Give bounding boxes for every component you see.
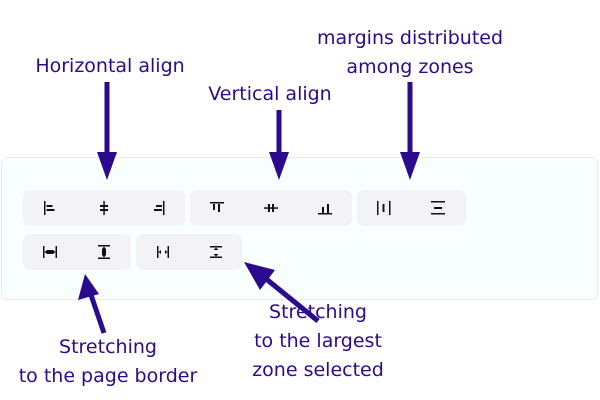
label-stretch-page: Stretching to the page border — [18, 336, 198, 387]
alignment-panel — [1, 157, 598, 300]
stretch-width-page-button[interactable] — [23, 234, 77, 270]
align-top-button[interactable] — [190, 190, 244, 226]
align-left-icon — [44, 201, 55, 215]
align-bottom-icon — [318, 204, 332, 215]
stretch-height-page-icon — [98, 245, 110, 259]
distribute-group — [357, 190, 466, 226]
align-bottom-button[interactable] — [298, 190, 352, 226]
align-middle-vertical-icon — [264, 204, 278, 212]
stretch-width-largest-button[interactable] — [136, 234, 189, 270]
stretch-width-largest-icon — [156, 246, 169, 258]
align-center-horizontal-button[interactable] — [77, 190, 131, 226]
align-center-horizontal-icon — [100, 201, 108, 215]
distribute-vertical-icon — [431, 201, 445, 215]
stretch-largest-group — [136, 234, 242, 270]
horizontal-align-group — [23, 190, 185, 226]
align-right-icon — [154, 201, 165, 215]
distribute-vertical-button[interactable] — [411, 190, 465, 226]
vertical-align-group — [190, 190, 352, 226]
label-stretch-largest: Stretching to the largest zone selected — [252, 301, 384, 381]
align-middle-vertical-button[interactable] — [244, 190, 298, 226]
arrow-stretch-largest — [263, 276, 320, 323]
distribute-horizontal-button[interactable] — [357, 190, 411, 226]
stretch-height-page-button[interactable] — [77, 234, 131, 270]
arrow-stretch-page — [87, 291, 107, 334]
stretch-page-group — [23, 234, 131, 270]
stretch-height-largest-icon — [209, 246, 222, 258]
stretch-height-largest-button[interactable] — [189, 234, 242, 270]
align-right-button[interactable] — [131, 190, 185, 226]
label-horizontal-align: Horizontal align — [35, 55, 185, 77]
distribute-horizontal-icon — [377, 201, 391, 215]
stretch-width-page-icon — [43, 246, 57, 258]
label-vertical-align: Vertical align — [208, 83, 332, 105]
align-top-icon — [210, 202, 224, 212]
align-left-button[interactable] — [23, 190, 77, 226]
label-margins-distributed: margins distributed among zones — [316, 27, 504, 78]
